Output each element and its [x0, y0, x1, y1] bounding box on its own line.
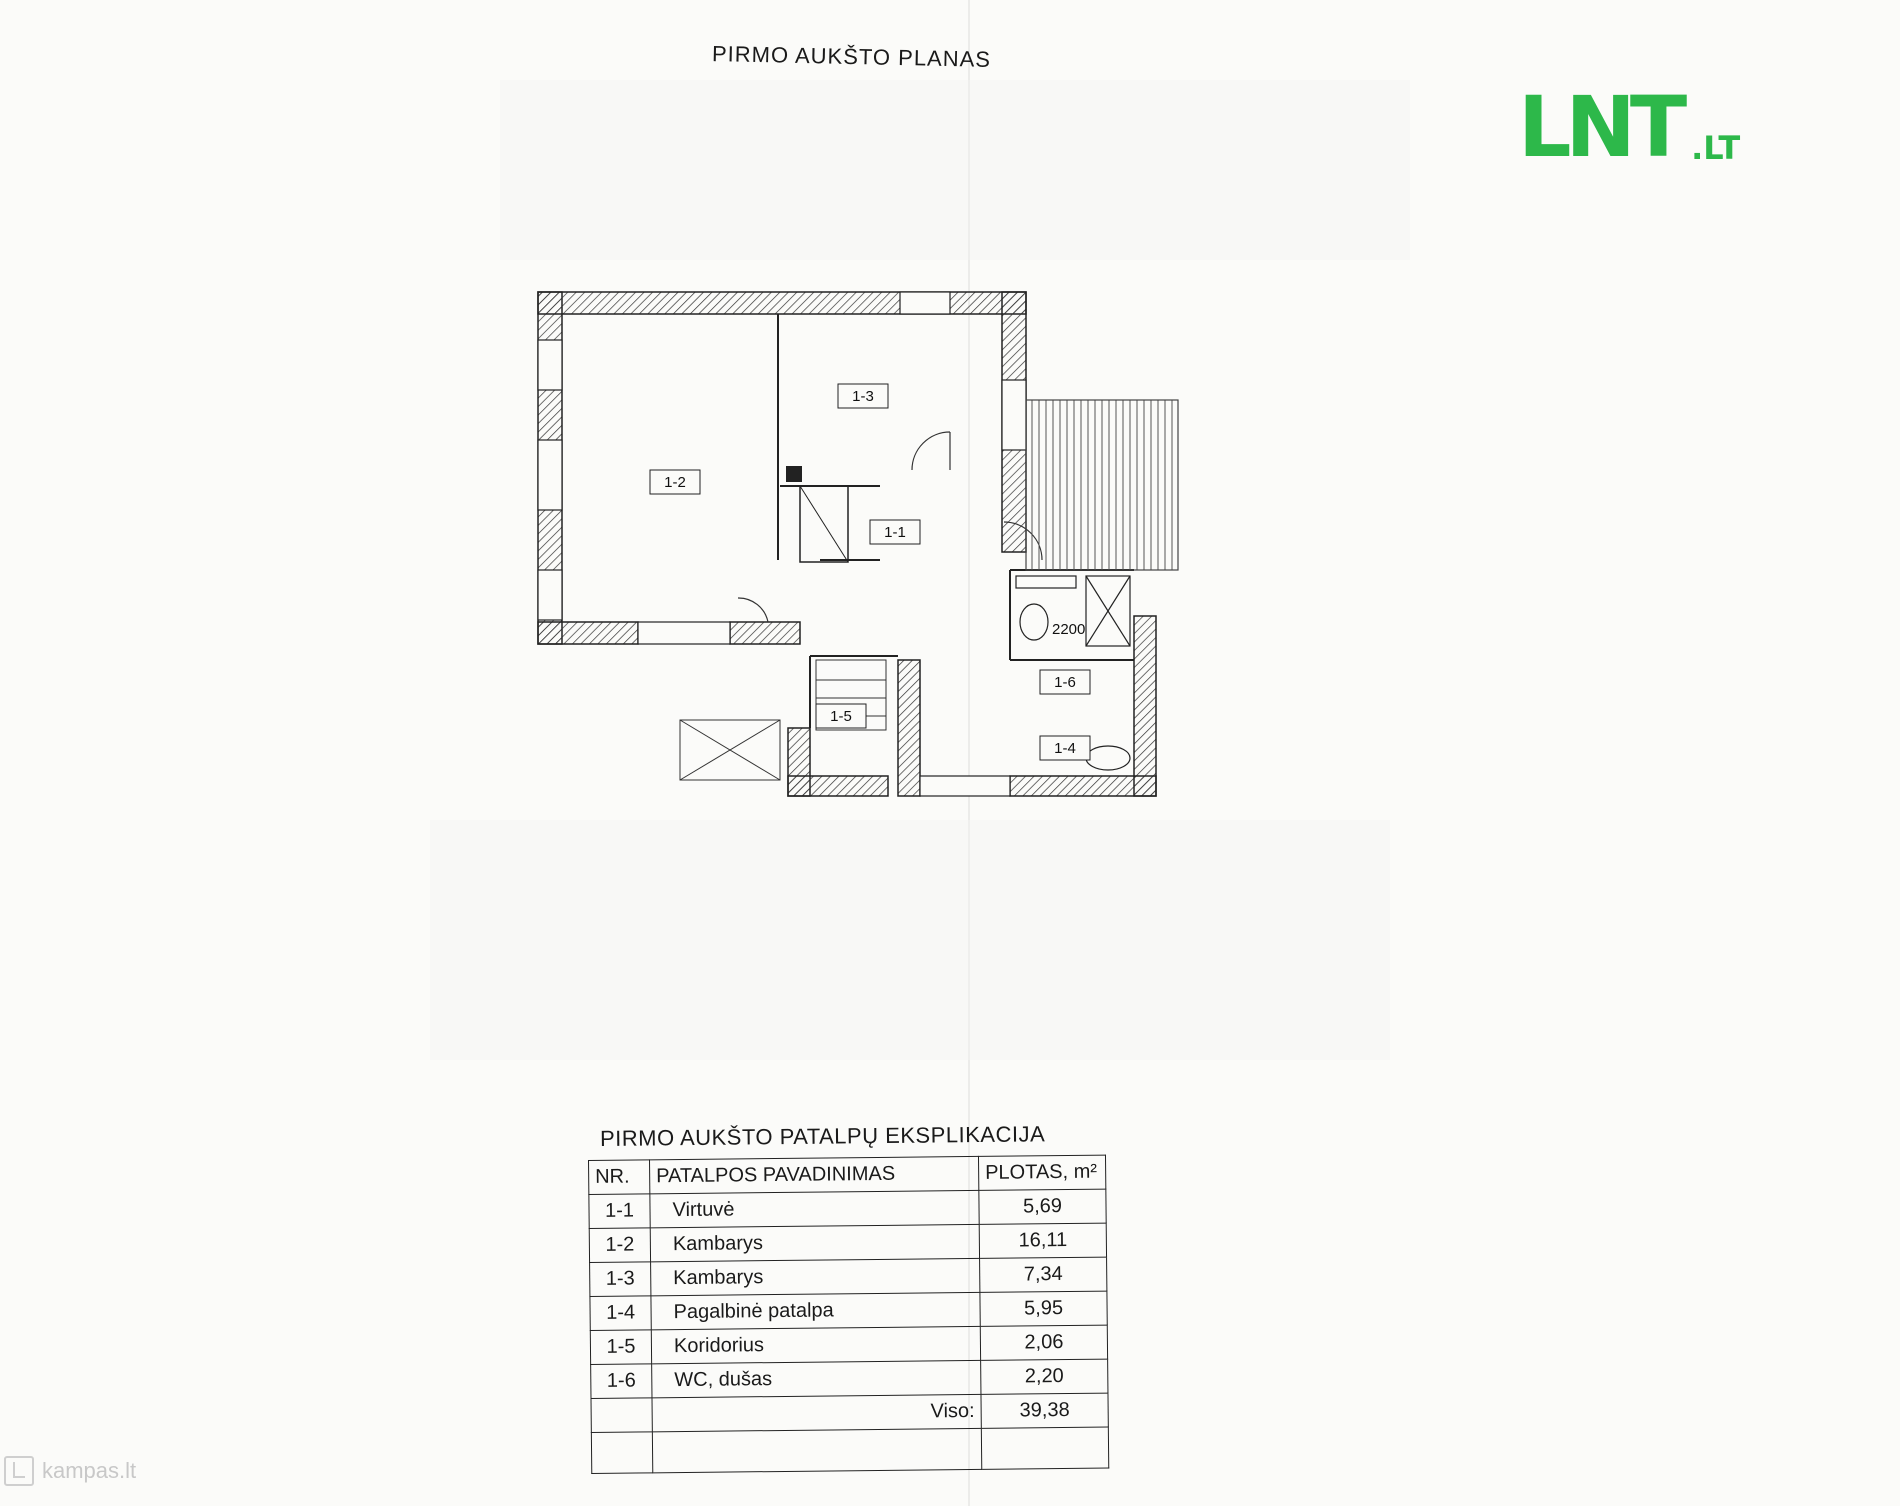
table-row: 1-3 Kambarys 7,34 [589, 1257, 1107, 1297]
table-header-row: NR. PATALPOS PAVADINIMAS PLOTAS, m² [588, 1155, 1106, 1195]
row-name: Pagalbinė patalpa [650, 1292, 981, 1330]
row-name: WC, dušas [651, 1360, 981, 1398]
header-name: PATALPOS PAVADINIMAS [649, 1156, 979, 1194]
lnt-logo: LNT .LT [1518, 78, 1741, 176]
scan-shade [430, 820, 1390, 1060]
header-area: PLOTAS, m² [978, 1155, 1106, 1191]
kampas-watermark: kampas.lt [4, 1456, 136, 1486]
total-value: 39,38 [980, 1393, 1109, 1429]
table-row: 1-1 Virtuvė 5,69 [588, 1189, 1107, 1229]
table-total-row: Viso: 39,38 [590, 1393, 1109, 1433]
logo-sub-text: .LT [1691, 129, 1741, 167]
row-name: Kambarys [650, 1224, 980, 1262]
total-label: Viso: [651, 1394, 982, 1432]
interior-walls [777, 314, 1134, 728]
bathroom-fixtures [1015, 575, 1131, 771]
row-area: 5,69 [978, 1189, 1107, 1225]
windows [537, 291, 1027, 797]
kitchen-unit [786, 466, 849, 563]
kampas-logo-icon [4, 1456, 34, 1486]
table-row: 1-2 Kambarys 16,11 [589, 1223, 1107, 1263]
row-nr: 1-2 [589, 1227, 651, 1263]
scan-shade [500, 80, 1410, 260]
explication-table: NR. PATALPOS PAVADINIMAS PLOTAS, m² 1-1 … [588, 1155, 1109, 1474]
row-nr: 1-4 [589, 1295, 652, 1331]
logo-main-text: LNT [1518, 78, 1687, 176]
stairs [679, 659, 887, 781]
row-name: Virtuvė [649, 1190, 980, 1228]
header-nr: NR. [588, 1159, 650, 1195]
room-label-1-3: 1-3 [852, 388, 874, 405]
row-nr: 1-5 [590, 1329, 652, 1365]
room-label-1-5: 1-5 [830, 708, 852, 725]
explication-block: PIRMO AUKŠTO PATALPŲ EKSPLIKACIJA NR. PA… [588, 1121, 1118, 1474]
paper-fold-line [968, 0, 970, 1506]
room-label-1-2: 1-2 [664, 474, 686, 491]
table-row: 1-6 WC, dušas 2,20 [590, 1359, 1108, 1399]
row-nr: 1-3 [589, 1261, 651, 1297]
table-row: 1-4 Pagalbinė patalpa 5,95 [589, 1291, 1108, 1331]
row-area: 16,11 [979, 1223, 1107, 1259]
dimension-label: 2200 [1052, 621, 1085, 638]
row-area: 5,95 [979, 1291, 1108, 1327]
row-area: 2,20 [980, 1359, 1108, 1395]
row-nr: 1-1 [588, 1193, 651, 1229]
room-label-1-6: 1-6 [1054, 674, 1076, 691]
room-label-1-1: 1-1 [884, 524, 906, 541]
blank-cell [591, 1431, 653, 1474]
total-empty-cell [590, 1397, 653, 1433]
blank-cell [652, 1428, 982, 1473]
row-name: Kambarys [650, 1258, 980, 1296]
table-row: 1-5 Koridorius 2,06 [590, 1325, 1108, 1365]
terrace-deck [1025, 399, 1179, 571]
row-area: 2,06 [980, 1325, 1108, 1361]
room-labels: 1-2 1-3 1-1 1-6 1-5 1-4 2200 [649, 383, 1091, 761]
room-label-1-4: 1-4 [1054, 740, 1076, 757]
watermark-text: kampas.lt [42, 1458, 137, 1483]
explication-title: PIRMO AUKŠTO PATALPŲ EKSPLIKACIJA [599, 1121, 1046, 1151]
row-area: 7,34 [979, 1257, 1107, 1293]
row-name: Koridorius [651, 1326, 981, 1364]
table-blank-row [591, 1427, 1109, 1474]
row-nr: 1-6 [590, 1363, 652, 1399]
blank-cell [981, 1427, 1109, 1470]
floor-plan-drawing: 1-2 1-3 1-1 1-6 1-5 1-4 2200 [537, 291, 1179, 797]
